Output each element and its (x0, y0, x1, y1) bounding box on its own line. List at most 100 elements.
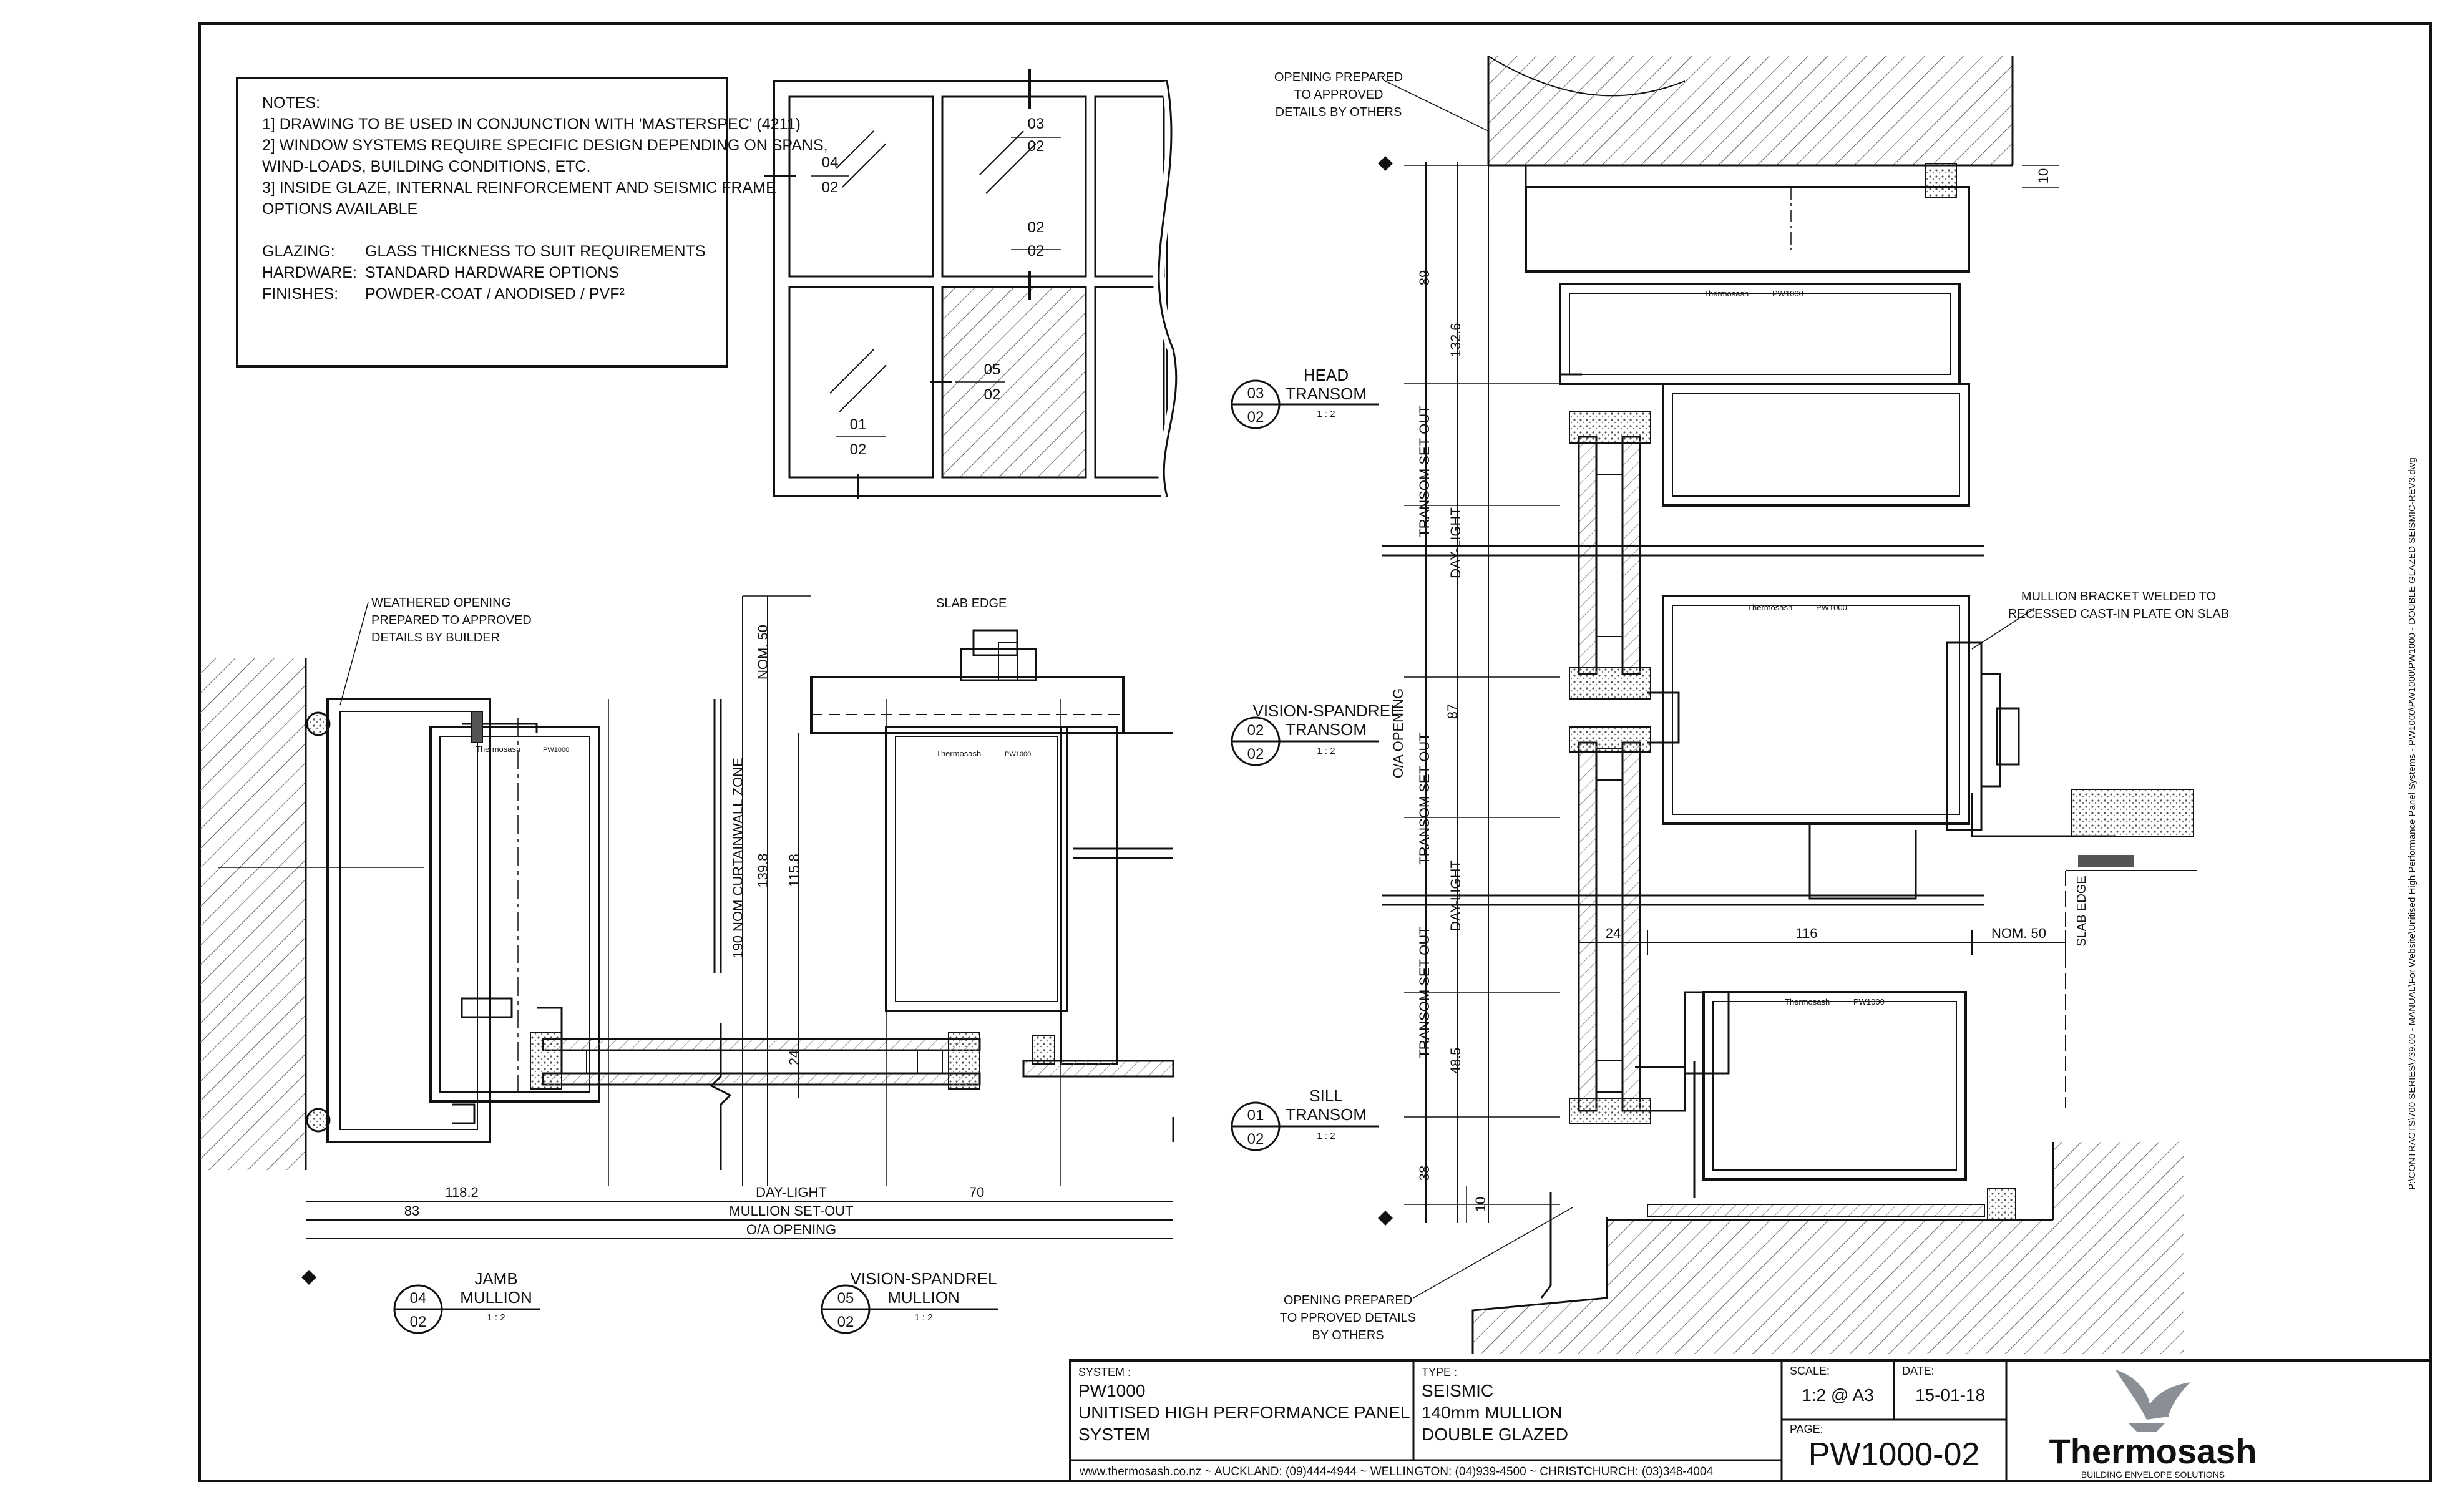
label-vst-scale: 1 : 2 (1317, 746, 1335, 756)
section-label-vision-spandrel-transom: 02 02 VISION-SPANDREL TRANSOM 1 : 2 (1231, 701, 1400, 766)
label-jamb-name2: MULLION (460, 1288, 532, 1307)
tag-03-top: 03 (1028, 115, 1045, 132)
dim-oa-opening: O/A OPENING (746, 1222, 836, 1237)
system-line-2: UNITISED HIGH PERFORMANCE PANEL (1078, 1403, 1410, 1422)
datum-diamond-1 (301, 1270, 316, 1285)
tag-04-bottom: 02 (822, 179, 839, 196)
dim-70: 70 (969, 1184, 984, 1200)
label-vsm-name: VISION-SPANDREL (850, 1269, 997, 1288)
mullion-bracket-2: RECESSED CAST-IN PLATE ON SLAB (2008, 607, 2229, 621)
dim-132-6: 132.6 (1448, 323, 1463, 357)
label-sill-sheet: 02 (1247, 1131, 1264, 1148)
opening-bottom-1: OPENING PREPARED (1284, 1294, 1412, 1307)
hardware-label: HARDWARE: (262, 264, 357, 281)
type-line-2: 140mm MULLION (1422, 1403, 1563, 1422)
label-vst-sheet: 02 (1247, 746, 1264, 763)
weathered-opening-3: DETAILS BY BUILDER (371, 631, 500, 645)
notes-title: NOTES: (262, 94, 321, 112)
tag-03-bottom: 02 (1028, 138, 1045, 155)
system-label: SYSTEM : (1078, 1366, 1131, 1378)
section-label-jamb: 04 02 JAMB MULLION 1 : 2 (393, 1269, 540, 1334)
opening-top-2: TO APPROVED (1294, 88, 1383, 102)
model-tag-3: PW1000 (1772, 289, 1803, 298)
type-line-3: DOUBLE GLAZED (1422, 1425, 1568, 1444)
label-jamb-sheet: 02 (410, 1314, 427, 1330)
datum-diamond-3 (1378, 1211, 1393, 1226)
dim-curtainwall-zone: 190 NOM CURTAINWALL ZONE (730, 758, 746, 958)
dim-89: 89 (1417, 270, 1432, 285)
slab-edge-label: SLAB EDGE (936, 597, 1007, 610)
glazing-row: GLAZING:GLASS THICKNESS TO SUIT REQUIREM… (262, 241, 828, 262)
dim-24-plan: 24 (786, 1050, 802, 1065)
system-line-1: PW1000 (1078, 1381, 1145, 1400)
label-vst-name: VISION-SPANDREL (1252, 701, 1399, 720)
brand-tag-1: Thermosash (476, 744, 520, 754)
tag-01-bottom: 02 (850, 441, 867, 458)
dim-daylight-2: DAY-LIGHT (1448, 860, 1463, 931)
dim-mullion-setout: MULLION SET-OUT (729, 1203, 853, 1219)
date-label: DATE: (1902, 1365, 1935, 1377)
label-jamb-name: JAMB (474, 1269, 517, 1288)
dim-83: 83 (404, 1203, 419, 1219)
dim-10-bottom: 10 (1473, 1197, 1488, 1212)
weathered-opening-1: WEATHERED OPENING (371, 596, 511, 610)
section-label-head: 03 02 HEAD TRANSOM 1 : 2 (1231, 366, 1379, 429)
section-dimensions: 10 89 132.6 TRANSOM SET-OUT DAY-LIGHT 87… (1390, 168, 2051, 1212)
dim-transom-setout-1: TRANSOM SET-OUT (1417, 405, 1432, 537)
label-jamb-num: 04 (410, 1290, 427, 1307)
label-vsm-num: 05 (837, 1290, 854, 1307)
weathered-opening-2: PREPARED TO APPROVED (371, 613, 532, 627)
hardware-row: HARDWARE: STANDARD HARDWARE OPTIONS (262, 262, 828, 283)
hardware-value: STANDARD HARDWARE OPTIONS (365, 264, 619, 281)
brand-tag-5: Thermosash (1785, 997, 1830, 1007)
title-block-text: SYSTEM : PW1000 UNITISED HIGH PERFORMANC… (1078, 1365, 1985, 1478)
scale-value: 1:2 @ A3 (1802, 1385, 1874, 1405)
dim-38: 38 (1417, 1166, 1432, 1181)
label-sill-scale: 1 : 2 (1317, 1131, 1335, 1141)
finishes-row: FINISHES: POWDER-COAT / ANODISED / PVF² (262, 283, 828, 305)
label-jamb-scale: 1 : 2 (487, 1312, 505, 1323)
logo-name: Thermosash (2049, 1432, 2257, 1471)
label-head-num: 03 (1247, 385, 1264, 402)
type-line-1: SEISMIC (1422, 1381, 1493, 1400)
opening-bottom-2: TO PPROVED DETAILS (1280, 1311, 1416, 1325)
notes-line-5: OPTIONS AVAILABLE (262, 200, 418, 218)
label-head-scale: 1 : 2 (1317, 409, 1335, 419)
plan-detail: Thermosash PW1000 Thermosash PW1000 (200, 595, 1174, 1239)
notes-line-3: WIND-LOADS, BUILDING CONDITIONS, ETC. (262, 158, 591, 175)
model-tag-4: PW1000 (1816, 603, 1847, 612)
elevation-grid (764, 69, 1182, 499)
datum-diamond-2 (1378, 156, 1393, 171)
dim-139-8: 139.8 (755, 853, 771, 887)
thermosash-logo: Thermosash BUILDING ENVELOPE SOLUTIONS (2049, 1370, 2257, 1480)
brand-tag-4: Thermosash (1747, 603, 1792, 612)
elevation-tags: 04 02 03 02 02 02 05 02 01 02 (822, 115, 1045, 458)
label-head-sheet: 02 (1247, 409, 1264, 426)
label-vst-num: 02 (1247, 722, 1264, 739)
dim-daylight-1: DAY-LIGHT (1448, 507, 1463, 578)
dim-10-top: 10 (2036, 168, 2051, 183)
opening-top-3: DETAILS BY OTHERS (1276, 105, 1402, 119)
dim-transom-setout-2: TRANSOM SET-OUT (1417, 733, 1432, 864)
slab-edge-vertical: SLAB EDGE (2075, 875, 2089, 946)
tag-01-top: 01 (850, 416, 867, 433)
date-value: 15-01-18 (1915, 1385, 1985, 1405)
dim-daylight: DAY-LIGHT (756, 1184, 827, 1200)
model-tag-2: PW1000 (1005, 751, 1031, 758)
finishes-value: POWDER-COAT / ANODISED / PVF² (365, 285, 625, 303)
label-head-name2: TRANSOM (1286, 384, 1367, 403)
tag-04-top: 04 (822, 154, 839, 171)
dim-118-2: 118.2 (445, 1184, 478, 1200)
tag-02-top: 02 (1028, 219, 1045, 236)
model-tag-5: PW1000 (1853, 997, 1885, 1007)
notes-line-4: 3] INSIDE GLAZE, INTERNAL REINFORCEMENT … (262, 179, 776, 197)
dim-oa-opening-section: O/A OPENING (1390, 688, 1406, 778)
dim-116: 116 (1795, 925, 1817, 941)
finishes-label: FINISHES: (262, 285, 339, 303)
tag-05-bottom: 02 (984, 386, 1001, 403)
dim-nom-50-section: NOM. 50 (1991, 925, 2046, 941)
plan-annotations: WEATHERED OPENING PREPARED TO APPROVED D… (371, 596, 1007, 645)
notes-line-1: 1] DRAWING TO BE USED IN CONJUNCTION WIT… (262, 115, 801, 133)
model-tag-1: PW1000 (543, 746, 569, 754)
system-line-3: SYSTEM (1078, 1425, 1150, 1444)
